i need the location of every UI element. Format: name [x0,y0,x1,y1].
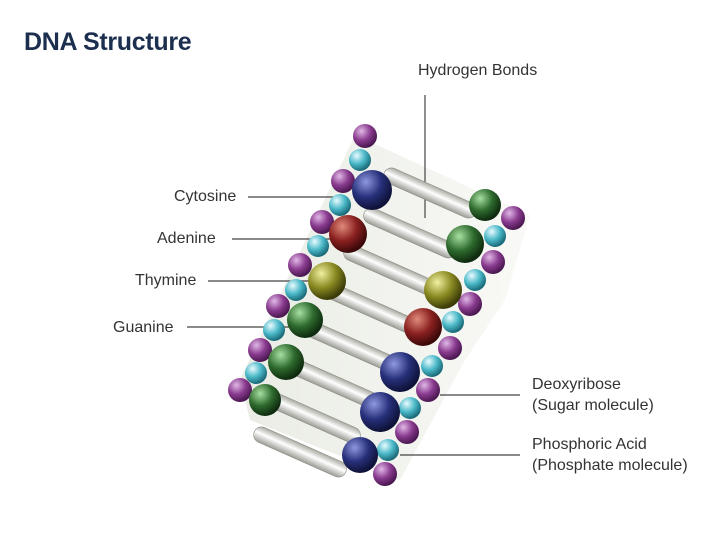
label-deoxyribose: Deoxyribose [532,376,621,393]
label-phosphate-molecule: (Phosphate molecule) [532,457,688,474]
left-bases [249,170,392,416]
page-title: DNA Structure [24,28,192,56]
label-sugar-molecule: (Sugar molecule) [532,397,654,414]
label-hydrogen-bonds: Hydrogen Bonds [418,62,538,79]
label-adenine: Adenine [157,230,216,247]
left-backbone [228,124,377,402]
label-thymine: Thymine [135,272,197,289]
label-guanine: Guanine [113,319,174,336]
right-backbone [373,206,525,486]
right-bases [342,189,501,473]
label-phosphoric-acid: Phosphoric Acid [532,436,647,453]
label-cytosine: Cytosine [174,188,237,205]
